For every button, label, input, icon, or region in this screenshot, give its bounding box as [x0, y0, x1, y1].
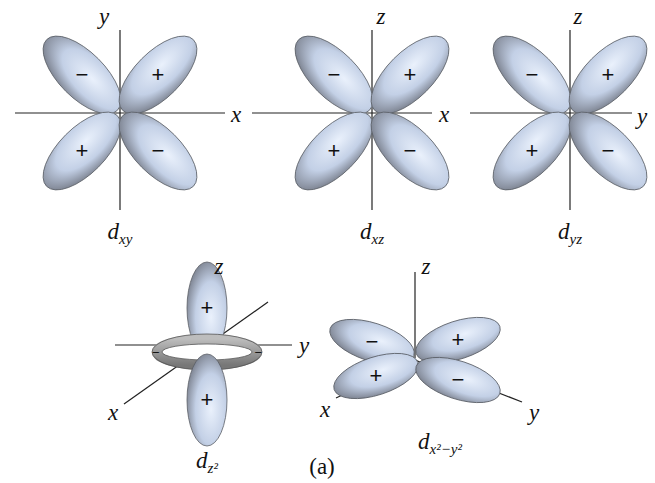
orbital-name: dxy: [108, 220, 133, 247]
orbital-lobe: −: [98, 91, 218, 211]
axis-label: z: [422, 255, 431, 278]
orbital-lobe: +: [274, 91, 394, 211]
phase-sign: −: [526, 64, 539, 86]
orbital-lobe: +: [147, 340, 267, 460]
orbital-lobe: +: [472, 91, 592, 211]
phase-sign: +: [201, 389, 214, 411]
axis-label: y: [299, 334, 309, 357]
phase-sign: −: [366, 331, 379, 353]
axis-label: z: [574, 4, 583, 29]
orbital-letter: d: [360, 219, 372, 244]
axis-label: x: [439, 102, 449, 127]
orbital-name: dx²−y²: [418, 430, 462, 457]
phase-sign: +: [328, 140, 341, 162]
phase-sign: +: [452, 329, 465, 351]
phase-sign: +: [76, 140, 89, 162]
phase-sign: −: [152, 140, 165, 162]
axis-label: x: [108, 401, 118, 424]
orbital-name: dz²: [196, 449, 218, 476]
phase-sign: −: [76, 64, 89, 86]
phase-sign: −: [328, 64, 341, 86]
axis-label: x: [231, 103, 241, 126]
orbital-name: dyz: [558, 220, 582, 247]
axis-label: x: [231, 102, 241, 127]
axis-label: z: [215, 254, 224, 279]
axis-label: x: [439, 103, 449, 126]
phase-sign: −: [404, 140, 417, 162]
axis-label: z: [377, 4, 386, 29]
axis-label: x: [320, 397, 330, 422]
axis-label: y: [299, 333, 309, 358]
orbital-letter: d: [108, 219, 120, 244]
orbital-lobe: +: [22, 91, 142, 211]
axis-label: y: [99, 5, 109, 28]
orbital-letter: d: [558, 219, 570, 244]
axis-label: y: [529, 400, 539, 425]
orbital-letter: d: [418, 429, 430, 454]
panel-label: (a): [309, 454, 335, 479]
phase-sign: −: [152, 346, 160, 359]
orbital-letter: d: [196, 448, 208, 473]
orbital-subscript: xy: [119, 232, 132, 248]
phase-sign: −: [602, 140, 615, 162]
phase-sign: +: [404, 64, 417, 86]
phase-sign: +: [526, 140, 539, 162]
phase-sign: +: [152, 64, 165, 86]
orbital-subscript: x²−y²: [430, 442, 462, 458]
orbital-subscript: yz: [570, 232, 583, 248]
axis-label: y: [637, 104, 647, 129]
orbital-lobe: −: [350, 91, 470, 211]
orbital-subscript: z²: [208, 461, 218, 477]
axis-label: z: [422, 254, 431, 279]
orbital-subscript: xz: [372, 232, 385, 248]
axis-label: y: [529, 401, 539, 424]
axis-label: y: [99, 4, 109, 29]
axis-label: z: [574, 5, 583, 28]
phase-sign: −: [452, 369, 465, 391]
phase-sign: +: [602, 64, 615, 86]
axis-label: z: [377, 5, 386, 28]
phase-sign: +: [370, 365, 383, 387]
axis-label: y: [637, 105, 647, 128]
axis-label: x: [320, 398, 330, 421]
axis-label: z: [215, 255, 224, 278]
phase-sign: −: [254, 346, 262, 359]
panel-label: (a): [309, 455, 335, 478]
axis-label: x: [108, 400, 118, 425]
orbital-name: dxz: [360, 220, 384, 247]
phase-sign: +: [201, 297, 214, 319]
